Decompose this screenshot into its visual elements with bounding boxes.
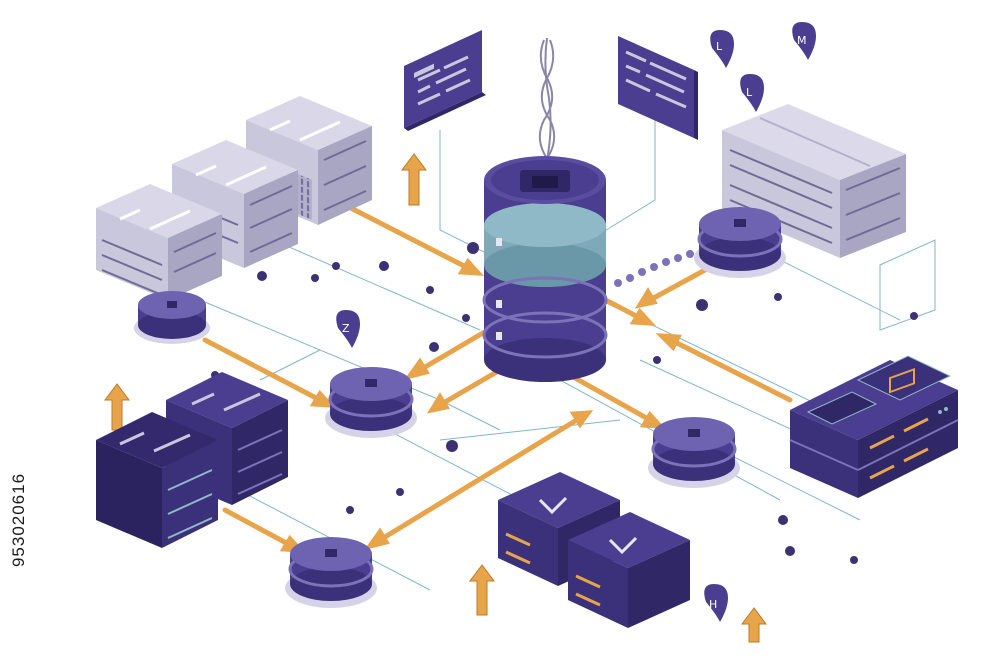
server-rack-icon [96,412,218,548]
disk-node-icon [134,291,210,344]
disk-node-icon [325,367,417,438]
network-dots [211,242,918,564]
stock-id-label: 953020616 [4,430,34,610]
server-rack-icon [722,104,906,258]
location-pin-icon: M [792,22,816,60]
svg-text:Z: Z [342,322,350,335]
svg-text:H: H [709,598,717,611]
svg-text:L: L [746,86,753,99]
stock-id-text: 953020616 [9,472,28,568]
dotted-wave [614,250,694,287]
server-rack-icon [568,512,690,628]
database-icon [482,37,608,382]
location-pin-icon: Z [336,310,360,348]
svg-text:M: M [797,34,807,47]
data-flow-arrows [202,202,793,553]
location-pin-icon: L [740,74,764,112]
location-pin-icon: H [704,584,728,622]
disk-node-icon [648,417,740,488]
monitor-panel-icon [404,30,486,131]
server-rack-icon [96,184,222,300]
svg-text:L: L [716,40,723,53]
up-arrow-icon [104,153,767,643]
location-pin-icon: L [710,30,734,68]
disk-node-icon [285,537,377,608]
monitor-panel-icon [618,36,698,140]
disk-node-icon [694,207,786,278]
server-rack-icon [789,355,959,498]
